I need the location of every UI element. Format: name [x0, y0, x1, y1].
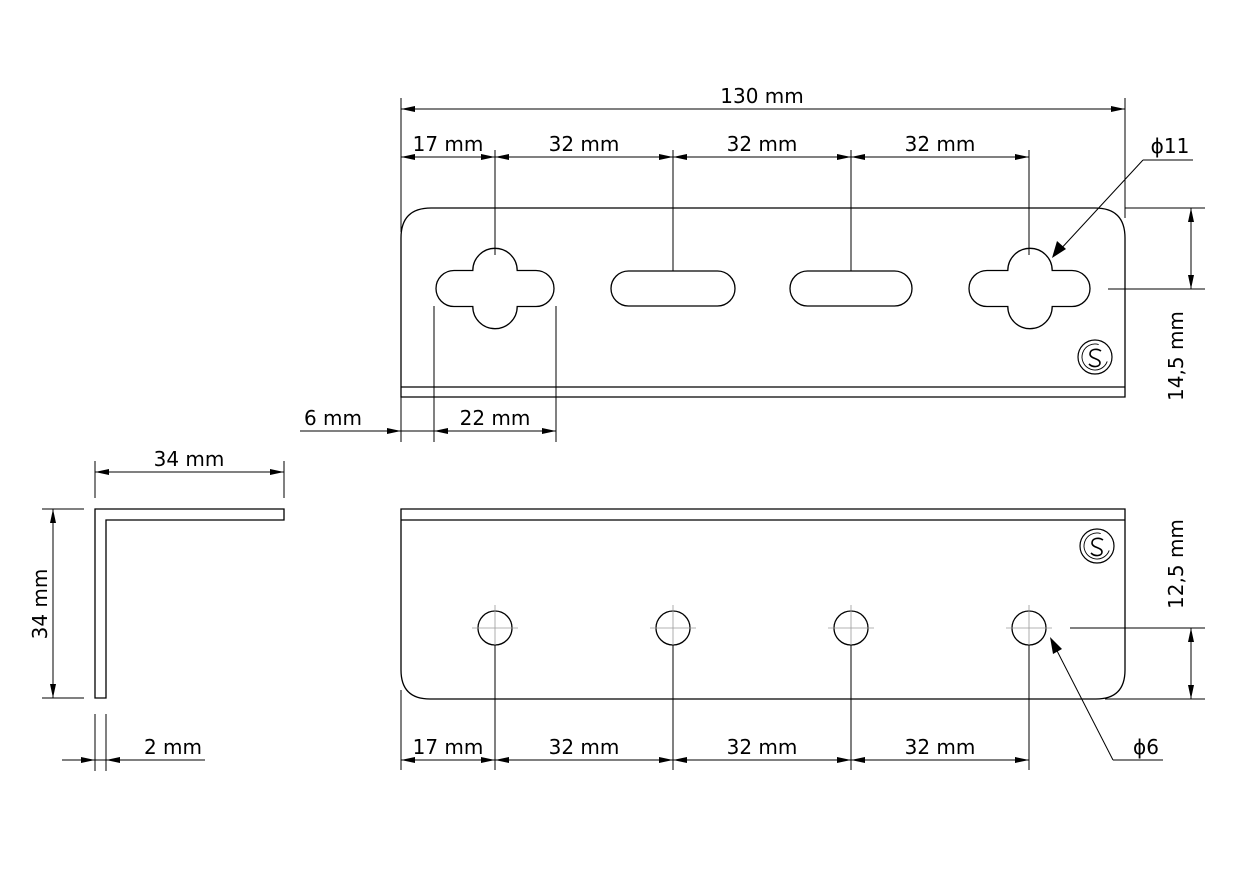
- dim-edge-offset: 6 mm: [304, 406, 362, 430]
- bottom-plate-outline: [400, 508, 1126, 700]
- hole-4: [1006, 605, 1052, 651]
- gs-logo-icon: [1077, 339, 1113, 375]
- dim-profile-height: 34 mm: [28, 569, 52, 640]
- dim-top-height: 14,5 mm: [1164, 311, 1188, 401]
- dim-spacing-1-bottom: 32 mm: [549, 735, 620, 759]
- dim-slot-length: 22 mm: [460, 406, 531, 430]
- dim-spacing-2-top: 32 mm: [727, 132, 798, 156]
- dim-spacing-2-bottom: 32 mm: [727, 735, 798, 759]
- top-plate-outline: [400, 207, 1126, 398]
- dim-profile-thickness: 2 mm: [144, 735, 202, 759]
- dim-bottom-height: 12,5 mm: [1164, 519, 1188, 609]
- slot-1: [610, 270, 736, 307]
- dim-spacing-3-bottom: 32 mm: [905, 735, 976, 759]
- dim-profile-width: 34 mm: [154, 447, 225, 471]
- hole-1: [472, 605, 518, 651]
- top-view: 130 mm 17 mm 32 mm 32 mm 32 mm ϕ11 14,5 …: [300, 84, 1205, 442]
- keyhole-right: [968, 247, 1091, 330]
- slot-2: [789, 270, 913, 307]
- dim-keyhole-diameter: ϕ11: [1151, 134, 1190, 158]
- dim-hole-diameter: ϕ6: [1133, 735, 1159, 759]
- gs-logo-icon-bottom: [1079, 528, 1115, 564]
- dim-spacing-first-top: 17 mm: [413, 132, 484, 156]
- keyhole-left: [435, 247, 555, 330]
- hole-3: [828, 605, 874, 651]
- dim-overall-length: 130 mm: [720, 84, 804, 108]
- angle-profile-outline: [94, 508, 285, 699]
- profile-view: 34 mm 34 mm 2 mm: [28, 447, 285, 771]
- bottom-view: 17 mm 32 mm 32 mm 32 mm 12,5 mm ϕ6: [400, 508, 1205, 770]
- dim-spacing-3-top: 32 mm: [905, 132, 976, 156]
- dim-spacing-1-top: 32 mm: [549, 132, 620, 156]
- hole-2: [650, 605, 696, 651]
- dim-spacing-first-bottom: 17 mm: [413, 735, 484, 759]
